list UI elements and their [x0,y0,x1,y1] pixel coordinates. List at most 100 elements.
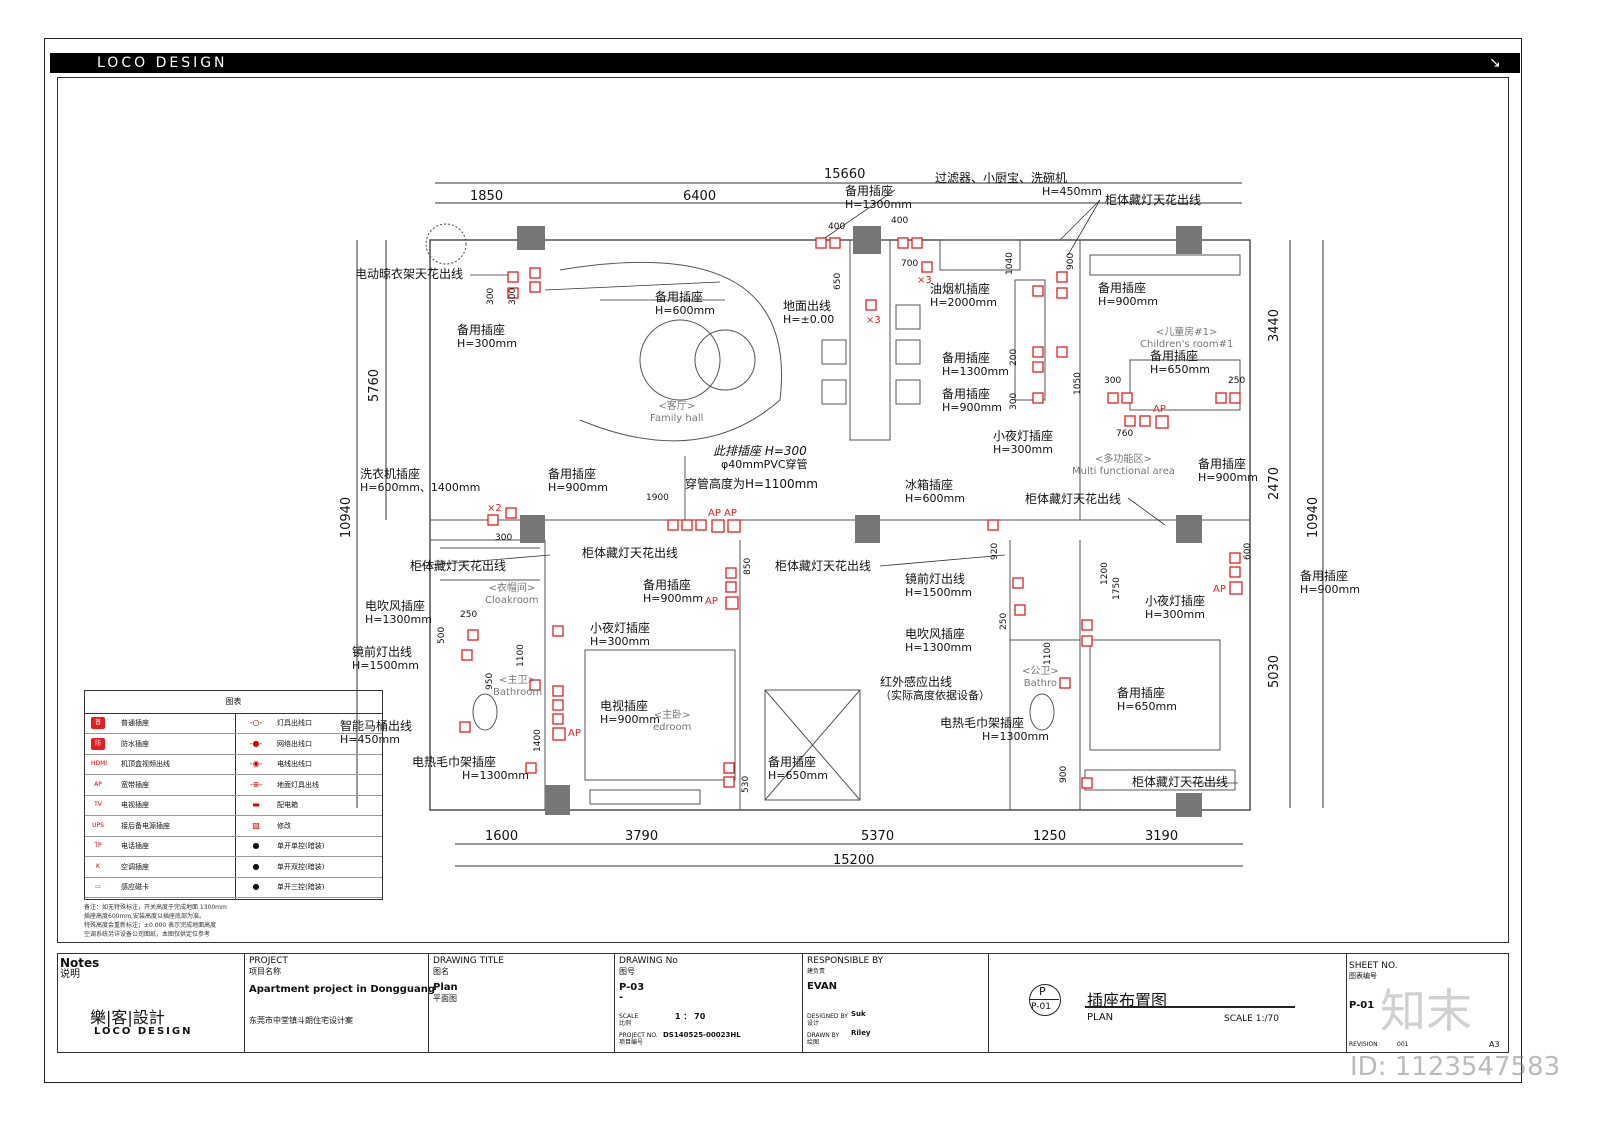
socket [529,281,541,293]
socket [1215,392,1227,404]
column [1176,793,1202,817]
column [1176,515,1202,543]
socket [1155,415,1169,429]
marker-label: ×3 [866,315,881,326]
wardrobe [1089,254,1241,276]
legend-divider [235,713,236,899]
socket [725,596,739,610]
watermark-id: ID: 1123547583 [1350,1052,1561,1082]
marker-label: AP [568,728,581,739]
small-dimension: 1200 [1100,562,1110,585]
socket [911,237,923,249]
legend-symbol-icon: -○- [249,718,263,727]
small-dimension: 400 [828,222,845,232]
drawing-title-label-cn: 图名 [433,967,449,976]
room-family-hall: <客厅>Family hall [650,401,704,424]
bed [1129,359,1241,411]
legend-symbol-icon: UPS [92,821,104,829]
legend-label: 配电箱 [277,801,298,809]
small-dimension: 1050 [1073,372,1083,395]
socket [725,567,737,579]
legend-symbol-icon: TP [94,842,102,849]
socket [467,629,479,641]
small-dimension: 200 [1009,349,1019,366]
small-dimension: 530 [741,776,751,793]
small-dimension: 1400 [533,729,543,752]
socket [552,727,566,741]
sheet-no: P-01 [1349,1000,1375,1011]
small-dimension: 500 [437,627,447,644]
socket [865,299,877,311]
small-dimension: 600 [1243,543,1253,560]
void-cross [764,689,861,801]
drawing-no-cell: DRAWING No 图号 P-03 - SCALE 比例 1 ： 70 PRO… [614,954,802,1052]
legend-label: 防水插座 [121,739,149,748]
annotation-label: 柜体藏灯天花出线 [1105,193,1202,207]
drawing-no-label-cn: 图号 [619,967,635,976]
notes-text: 备注：如无特殊标注，开关高度于完成地面 1300mm 插座高度600mm,安装高… [84,904,227,938]
legend-label: 感应磁卡 [121,883,149,891]
small-dimension: 1040 [1005,252,1015,275]
plan-title-underline [1085,1006,1295,1008]
legend-symbol-icon: K [96,862,100,870]
legend-label: 修改 [277,821,291,830]
room-childrens-room: <儿童房#1>Children's room#1 [1140,327,1234,350]
annotation-label: 红外感应出线（实际高度依据设备） [880,675,990,702]
corner-arrow-icon: ↘ [1489,55,1501,71]
socket [815,237,827,249]
sheet-no-label: SHEET NO. [1349,961,1398,971]
stool [895,304,921,330]
column [853,226,881,254]
socket [1229,566,1241,578]
dim-bottom-total: 15200 [833,853,875,868]
title-block: Notes 说明 樂|客|設計 LOCO DESIGN PROJECT 项目名称… [57,953,1509,1053]
socket [552,699,564,711]
socket [1081,619,1093,631]
guest-bed [1089,639,1221,751]
drawing-title-cell: DRAWING TITLE 图名 Plan 平面图 [428,954,614,1052]
legend-symbol-icon: 普 [91,717,105,729]
marker-label: AP [1213,584,1226,595]
scale-value: 1 ： 70 [675,1012,706,1021]
toilet [472,693,498,731]
small-dimension: 920 [990,543,1000,560]
small-dimension: 400 [891,216,908,226]
revision-label: REVISION [1349,1041,1378,1048]
legend-symbol-icon: -⊕- [249,779,263,789]
small-dimension: 1900 [646,493,669,503]
room-multi-functional: <多功能区>Multi functional area [1072,454,1175,477]
dim-bottom-segment: 3790 [625,829,659,844]
header-bar [50,53,1520,73]
project-cell: PROJECT 项目名称 Apartment project in Donggu… [244,954,435,1052]
socket [507,287,519,299]
annotation-label: 柜体藏灯天花出线 [775,559,872,573]
legend-label: 机顶盒视频出线 [121,760,170,768]
designed-by: Suk [851,1010,866,1018]
annotation-label: 柜体藏灯天花出线 [1132,775,1229,789]
legend-symbol-icon: ▬ [252,800,260,809]
dim-top-segment: 6400 [683,189,717,204]
stool [821,339,847,365]
sheet-no-cell: SHEET NO. 图表编号 P-01 REVISION 001 A3 [1346,954,1510,1052]
room-cloakroom: <衣帽间>Cloakroom [485,583,539,606]
socket [1056,346,1068,358]
small-dimension: 250 [460,610,477,620]
legend-label: 电话插座 [121,842,149,850]
project-no-label: PROJECT NO. [619,1032,658,1039]
small-dimension: 300 [1009,393,1019,410]
socket [1012,577,1024,589]
dim-top-total: 15660 [824,167,866,182]
legend-label: 灯具出线口 [277,719,312,727]
small-dimension: 760 [1116,429,1133,439]
